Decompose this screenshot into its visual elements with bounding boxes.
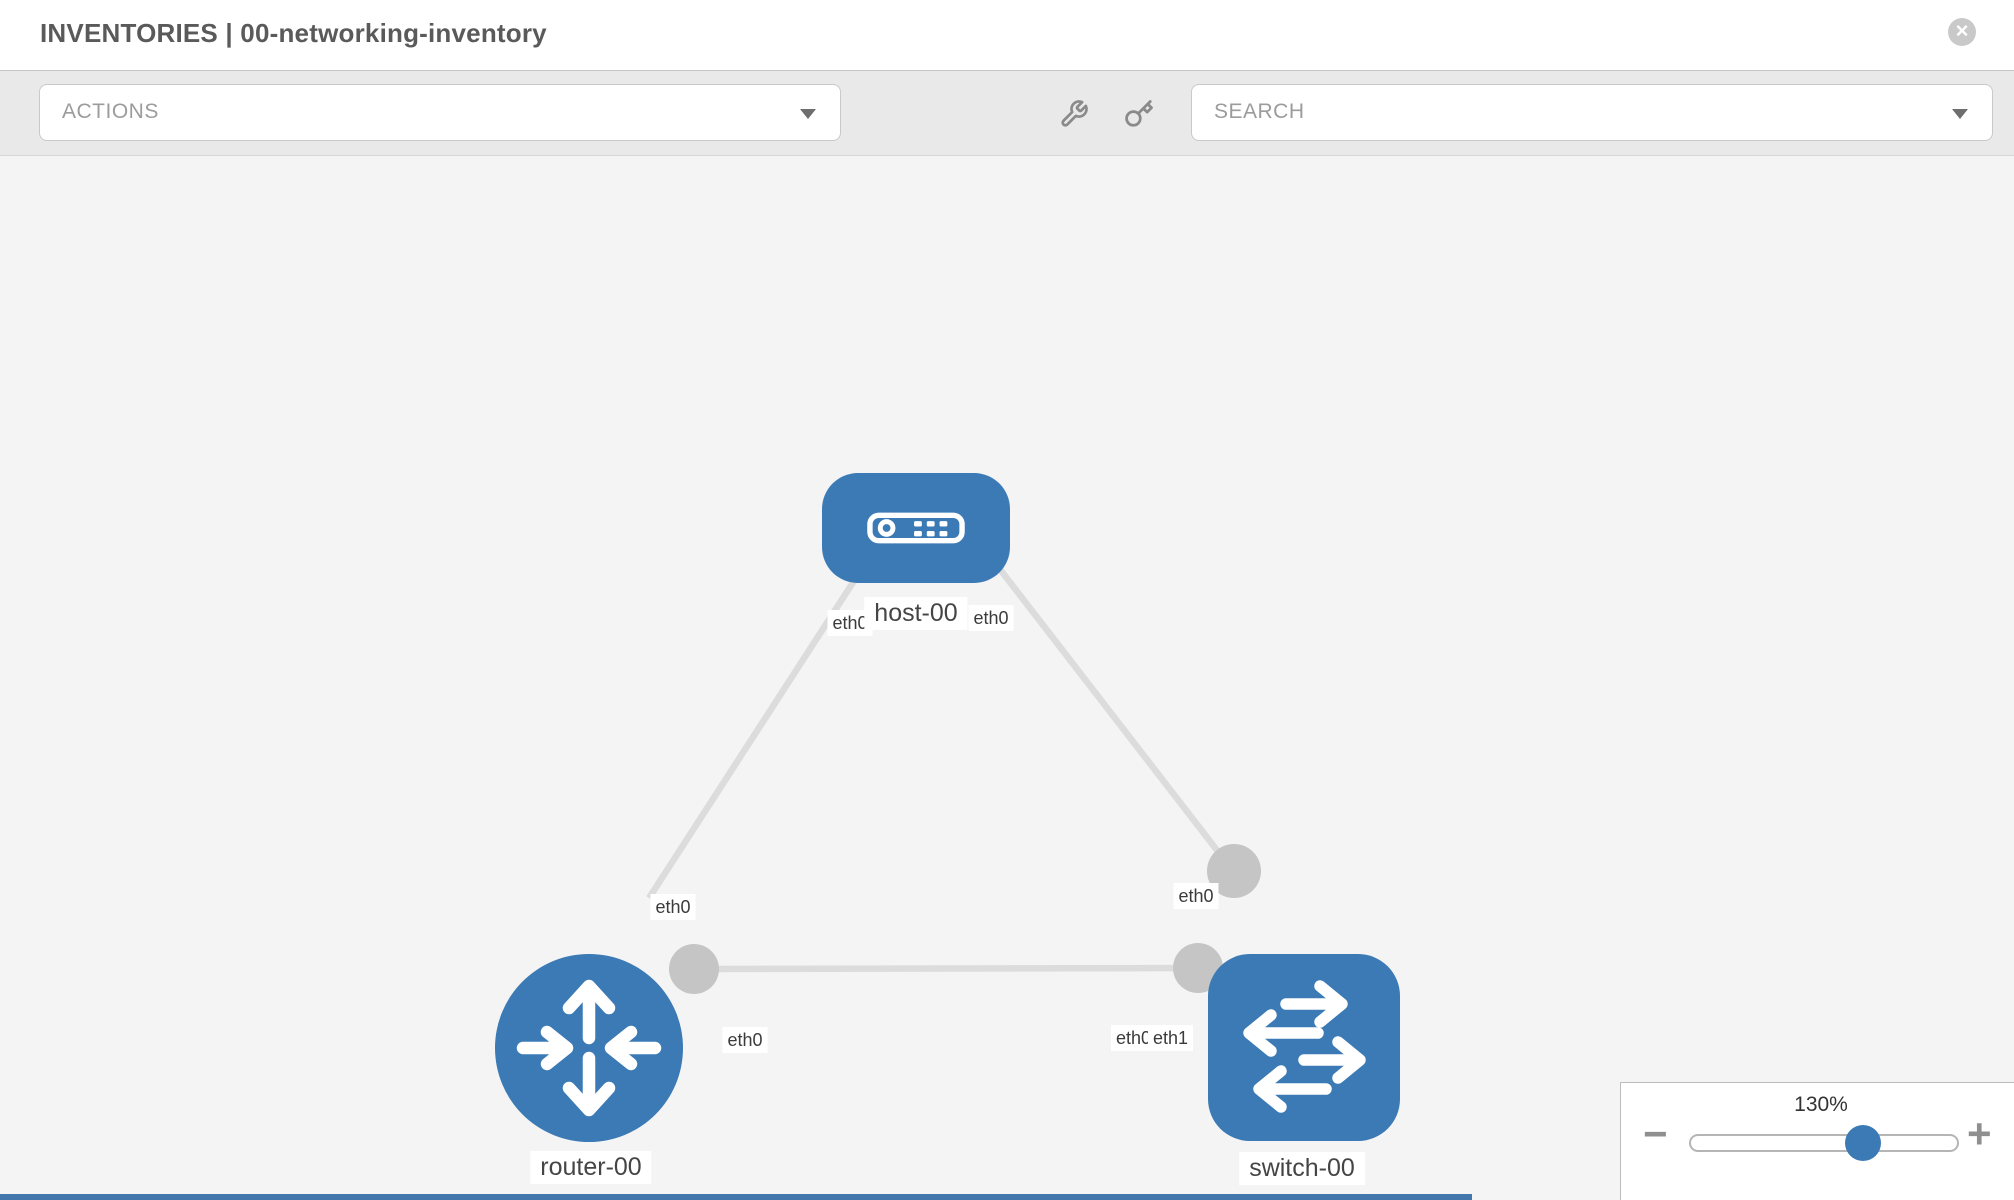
search-dropdown[interactable]: SEARCH [1191,84,1993,141]
node-switch-00[interactable] [1208,954,1400,1141]
interface-connector-switch-top[interactable] [1207,844,1261,898]
close-icon: × [1955,18,1969,43]
zoom-panel: 130% − + [1620,1082,2014,1200]
interface-connector-router[interactable] [669,944,719,994]
iface-label: eth0 [650,894,696,921]
close-button[interactable]: × [1948,18,1976,46]
modal-header: INVENTORIES | 00-networking-inventory × [0,0,2014,71]
page-title: INVENTORIES | 00-networking-inventory [40,18,547,48]
key-icon[interactable] [1124,99,1154,129]
topology-canvas[interactable]: eth0 eth0 eth0 eth0 eth0 eth0 eth1 host-… [0,156,2014,1200]
zoom-in-button[interactable]: + [1967,1110,1992,1157]
toolbar: ACTIONS SEARCH [0,71,2014,156]
switch-icon [1243,980,1366,1113]
node-label-switch: switch-00 [1239,1152,1365,1185]
node-label-router: router-00 [530,1151,652,1184]
caret-down-icon [1952,109,1968,119]
iface-label: eth1 [1148,1025,1194,1052]
links-layer [646,475,1261,994]
iface-label: eth0 [1173,883,1219,910]
iface-label: eth0 [968,605,1014,632]
bottom-accent-bar [0,1194,1472,1200]
iface-label: eth0 [722,1027,768,1054]
wrench-icon[interactable] [1059,99,1089,129]
zoom-value: 130% [1794,1093,1848,1116]
zoom-slider-thumb[interactable] [1845,1125,1881,1161]
zoom-out-button[interactable]: − [1643,1110,1668,1157]
host-server-icon [867,512,965,544]
router-icon [516,979,662,1117]
link-router-switch[interactable] [693,964,1199,973]
actions-dropdown[interactable]: ACTIONS [39,84,841,141]
search-dropdown-label: SEARCH [1214,100,1305,123]
node-label-host: host-00 [864,597,968,630]
caret-down-icon [800,109,816,119]
node-host-00[interactable] [822,473,1010,583]
zoom-slider-track[interactable] [1689,1134,1959,1152]
node-router-00[interactable] [495,954,683,1142]
actions-dropdown-label: ACTIONS [62,100,159,123]
